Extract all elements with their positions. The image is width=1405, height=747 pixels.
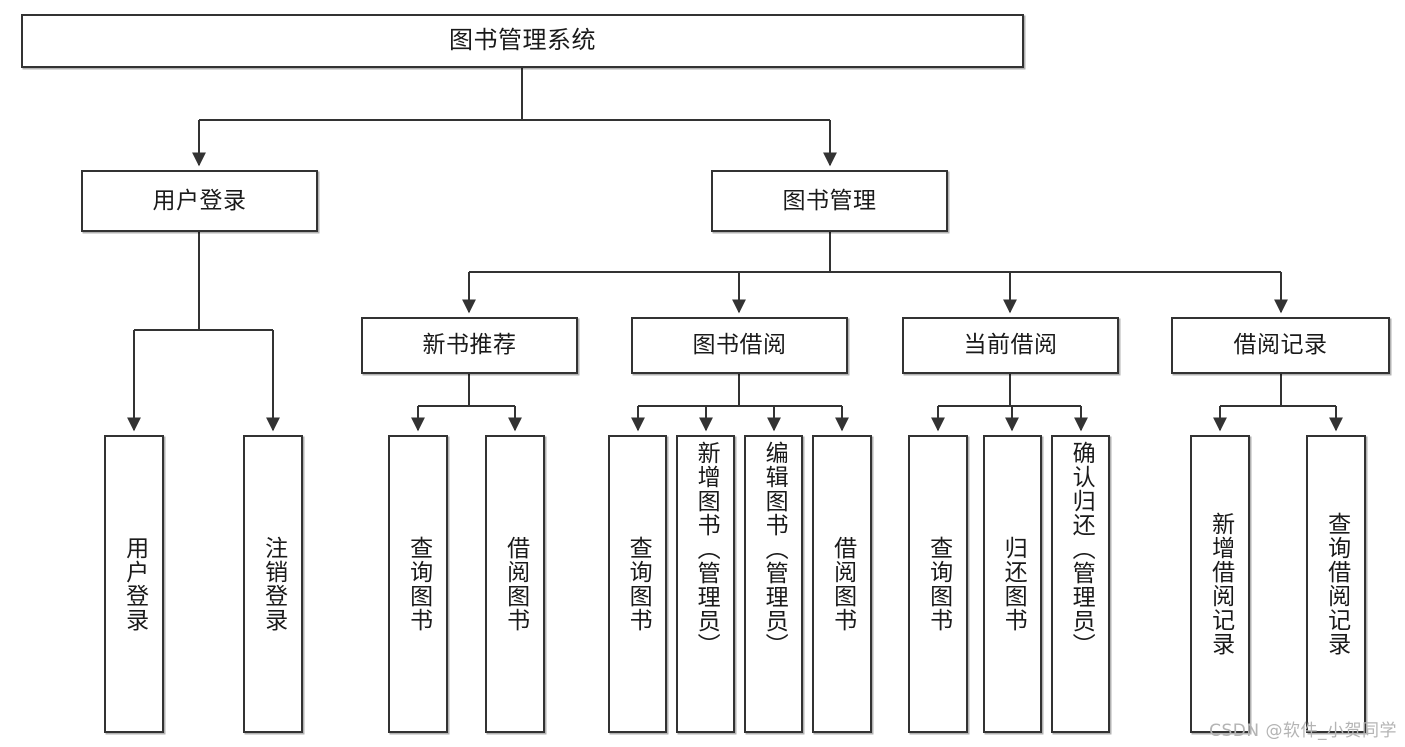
node-label: 借阅记录 (1233, 332, 1328, 359)
node-label: 查询图书 (925, 536, 952, 632)
node-borrow-record[interactable]: 借阅记录 (1171, 317, 1390, 374)
node-label: 查询图书 (405, 536, 432, 632)
node-user-login-do[interactable]: 用户登录 (104, 435, 164, 733)
node-user-logout[interactable]: 注销登录 (243, 435, 303, 733)
node-label: 借阅图书 (502, 536, 529, 632)
node-cb-query-book[interactable]: 查询图书 (908, 435, 968, 733)
node-label: 归还图书 (1000, 536, 1027, 632)
node-bb-query-book[interactable]: 查询图书 (608, 435, 667, 733)
node-label: 新增借阅记录 (1207, 512, 1234, 656)
node-cb-return-book[interactable]: 归还图书 (983, 435, 1042, 733)
node-br-query-record[interactable]: 查询借阅记录 (1306, 435, 1366, 733)
node-label: 确认归还（管理员） (1068, 441, 1095, 657)
csdn-watermark: CSDN @软件_小贺同学 (1209, 721, 1397, 741)
node-cb-confirm-return[interactable]: 确认归还（管理员） (1051, 435, 1110, 733)
node-bb-edit-book[interactable]: 编辑图书（管理员） (744, 435, 803, 733)
node-new-book-recommend[interactable]: 新书推荐 (361, 317, 578, 374)
node-current-borrow[interactable]: 当前借阅 (902, 317, 1119, 374)
node-label: 当前借阅 (963, 332, 1058, 359)
node-book-borrow[interactable]: 图书借阅 (631, 317, 848, 374)
node-title-system[interactable]: 图书管理系统 (21, 14, 1024, 68)
node-bb-borrow-book[interactable]: 借阅图书 (812, 435, 872, 733)
node-label: 用户登录 (152, 187, 247, 214)
node-nbr-borrow-book[interactable]: 借阅图书 (485, 435, 545, 733)
node-label: 用户登录 (121, 536, 148, 632)
node-label: 注销登录 (260, 536, 287, 632)
node-bb-add-book[interactable]: 新增图书（管理员） (676, 435, 735, 733)
node-user-login[interactable]: 用户登录 (81, 170, 318, 232)
node-label: 图书借阅 (692, 332, 787, 359)
node-label: 新增图书（管理员） (693, 441, 720, 657)
node-label: 借阅图书 (829, 536, 856, 632)
node-nbr-query-book[interactable]: 查询图书 (388, 435, 448, 733)
node-book-manage[interactable]: 图书管理 (711, 170, 948, 232)
node-label: 编辑图书（管理员） (761, 441, 788, 657)
node-label: 查询图书 (625, 536, 652, 632)
node-label: 查询借阅记录 (1323, 512, 1350, 656)
node-label: 图书管理系统 (449, 26, 596, 55)
node-label: 新书推荐 (422, 332, 517, 359)
node-br-add-record[interactable]: 新增借阅记录 (1190, 435, 1250, 733)
node-label: 图书管理 (782, 187, 877, 214)
